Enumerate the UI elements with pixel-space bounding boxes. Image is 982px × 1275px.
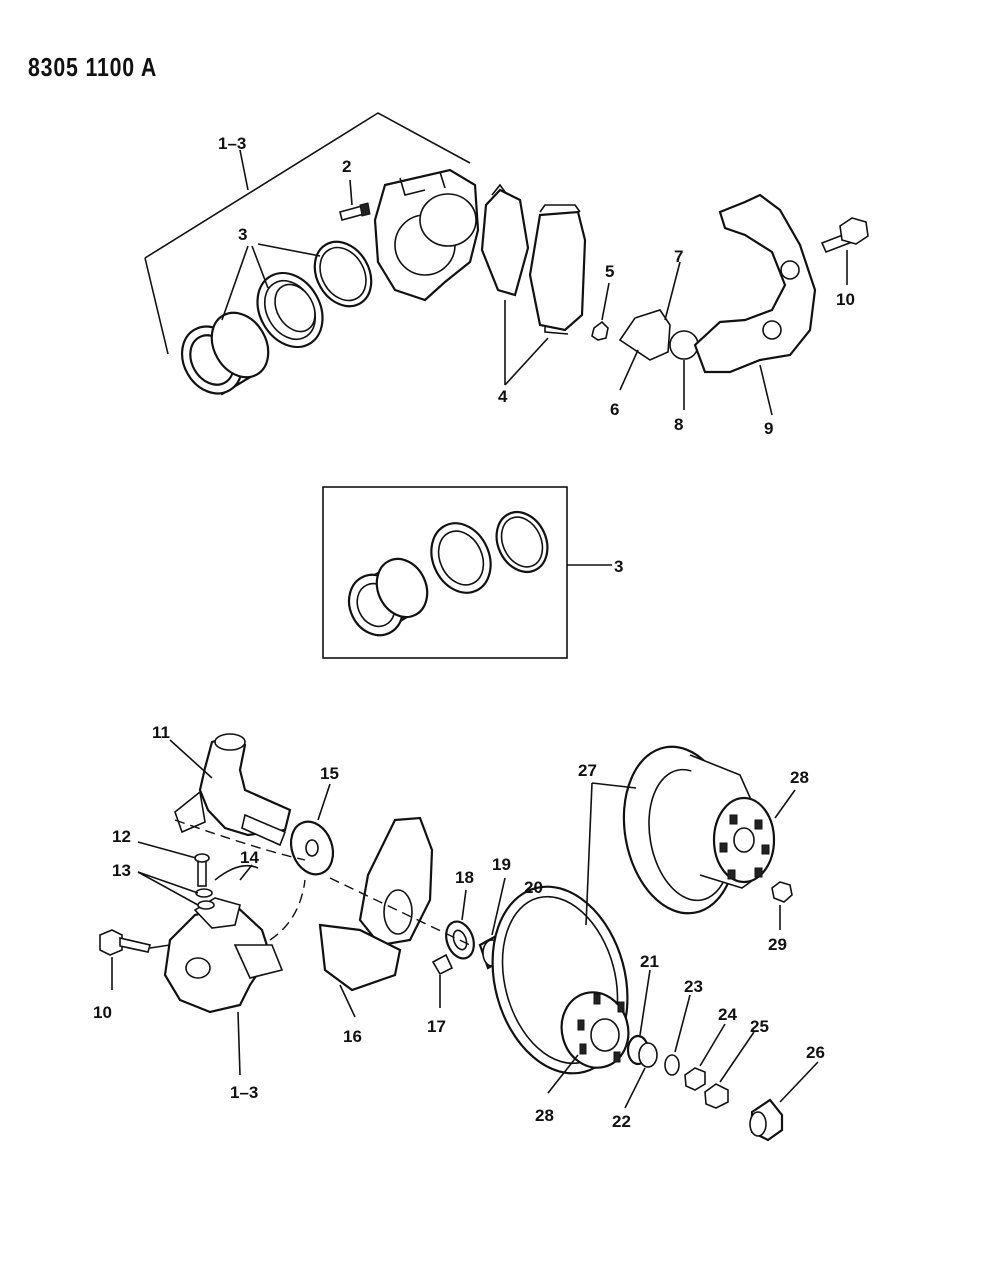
callout-23: 23	[684, 977, 703, 996]
callout-27: 27	[578, 761, 597, 780]
seal-kit-boot	[430, 522, 492, 594]
caliper-nut	[591, 320, 609, 341]
steering-knuckle	[174, 733, 292, 847]
callout-25: 25	[750, 1017, 769, 1036]
callout-3-box: 3	[614, 557, 623, 576]
spindle-washer	[289, 820, 335, 876]
callout-labels: 1–3 2 3 4 5 6 7 8 9 10 3 11 12 13 14 15 …	[93, 134, 855, 1131]
callout-19: 19	[492, 855, 511, 874]
callout-29: 29	[768, 935, 787, 954]
callout-11: 11	[152, 723, 170, 742]
callout-21: 21	[640, 952, 659, 971]
callout-12: 12	[112, 827, 131, 846]
brake-rotor-rear	[622, 745, 776, 915]
callout-6: 6	[610, 400, 619, 419]
document-id: 8305 1100 A	[28, 52, 158, 82]
callout-4: 4	[498, 387, 508, 406]
callout-22: 22	[612, 1112, 631, 1131]
callout-1-3-top: 1–3	[218, 134, 246, 153]
callout-17: 17	[427, 1017, 446, 1036]
callout-3-top: 3	[238, 225, 247, 244]
group-bracket-1-3	[144, 112, 471, 259]
callout-13: 13	[112, 861, 131, 880]
wheel-studs-front	[577, 993, 625, 1063]
callout-2: 2	[342, 157, 351, 176]
callout-14: 14	[240, 848, 259, 867]
seal-kit-seal	[495, 511, 549, 573]
thrust-washer	[664, 1054, 680, 1076]
spindle-nut	[684, 1067, 706, 1091]
seal-kit-box	[322, 486, 568, 659]
caliper-adapter	[693, 193, 817, 374]
callout-8: 8	[674, 415, 683, 434]
adapter-bolt	[820, 217, 869, 254]
piston	[180, 311, 270, 396]
caliper-spring	[214, 864, 259, 881]
caliper-assembly-installed	[163, 897, 284, 1014]
caliper-bushing	[669, 330, 699, 360]
nut-lock	[704, 1083, 729, 1109]
callout-18: 18	[455, 868, 474, 887]
callout-7: 7	[674, 247, 683, 266]
outer-wheel-bearing	[626, 1034, 658, 1068]
callout-24: 24	[718, 1005, 737, 1024]
caliper-mounting-bolt	[99, 929, 152, 956]
bleeder-screw	[339, 202, 371, 221]
wheel-studs-rear	[719, 814, 770, 880]
piston-seal	[313, 240, 373, 308]
anti-rattle-spring	[618, 309, 671, 361]
wheel-lug-nut	[771, 881, 793, 903]
callout-9: 9	[764, 419, 773, 438]
callout-16: 16	[343, 1027, 362, 1046]
callout-28-bottom: 28	[535, 1106, 554, 1125]
callout-20: 20	[524, 878, 543, 897]
callout-10-bottom: 10	[93, 1003, 112, 1022]
shield-bolt	[431, 953, 454, 976]
splash-shield	[318, 816, 434, 992]
callout-1-3-bottom: 1–3	[230, 1083, 258, 1102]
seal-kit-piston	[347, 557, 429, 637]
callout-28-top: 28	[790, 768, 809, 787]
callout-5: 5	[605, 262, 614, 281]
callout-15: 15	[320, 764, 339, 783]
inboard-brake-pad	[528, 204, 587, 335]
caliper-housing	[373, 168, 480, 302]
brake-rotor-front	[491, 885, 630, 1075]
outboard-brake-pad	[480, 183, 530, 297]
callout-10-top: 10	[836, 290, 855, 309]
dust-boot	[256, 271, 324, 349]
callout-26: 26	[806, 1043, 825, 1062]
grease-cap	[749, 1098, 784, 1142]
